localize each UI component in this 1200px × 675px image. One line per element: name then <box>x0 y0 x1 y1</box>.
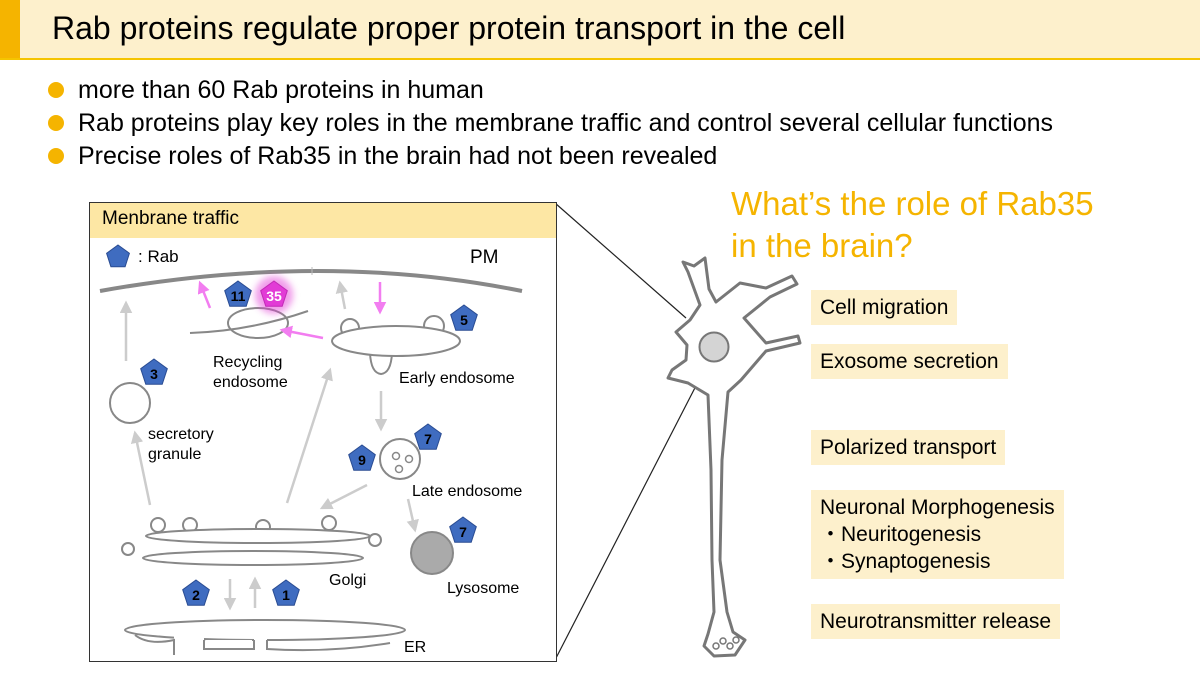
er-label: ER <box>404 639 427 656</box>
early-endosome-shape <box>331 315 461 376</box>
rab-legend-icon <box>106 244 130 268</box>
lysosome-label: Lysosome <box>447 580 520 597</box>
bullet-dot-icon <box>48 115 64 131</box>
recycling-endosome-label-line1: Recycling <box>213 354 283 371</box>
rab-marker-7-late: 7 <box>414 423 442 450</box>
svg-text:5: 5 <box>460 312 468 328</box>
function-neuronal-morphogenesis: Neuronal Morphogenesis ・Neuritogenesis ・… <box>811 490 1064 579</box>
secretory-granule-label-line2: granule <box>148 446 202 463</box>
function-neurotransmitter-release: Neurotransmitter release <box>811 604 1061 639</box>
rab35-arrows <box>197 280 387 340</box>
morphogenesis-title: Neuronal Morphogenesis <box>820 496 1055 519</box>
rab-marker-7-lysosome: 7 <box>449 516 477 543</box>
rab-legend-label: : Rab <box>138 247 179 266</box>
rab-marker-11: 11 <box>224 280 252 307</box>
svg-text:11: 11 <box>231 288 246 304</box>
page-title: Rab proteins regulate proper protein tra… <box>52 10 846 46</box>
bullet-dot-icon <box>48 82 64 98</box>
secretory-granule-label-line1: secretory <box>148 426 214 443</box>
rab-marker-2: 2 <box>182 579 210 606</box>
early-endosome-label: Early endosome <box>399 370 515 387</box>
svg-text:2: 2 <box>192 587 200 603</box>
svg-text:1: 1 <box>282 587 290 603</box>
bullet-item: Precise roles of Rab35 in the brain had … <box>48 140 1053 173</box>
nucleus-shape <box>698 331 730 363</box>
bullet-item: more than 60 Rab proteins in human <box>48 74 1053 107</box>
late-endosome-shape <box>379 438 421 480</box>
rab-marker-3: 3 <box>140 358 168 385</box>
secretory-granule-shape <box>109 382 151 424</box>
rab-marker-9: 9 <box>348 444 376 471</box>
question-line2: in the brain? <box>731 227 913 264</box>
neuron-outline <box>666 256 802 658</box>
svg-text:7: 7 <box>424 431 432 447</box>
function-exosome-secretion: Exosome secretion <box>811 344 1008 379</box>
bullet-item: Rab proteins play key roles in the membr… <box>48 107 1053 140</box>
svg-text:9: 9 <box>358 452 366 468</box>
membrane-traffic-panel: Menbrane traffic <box>89 202 557 662</box>
lysosome-shape <box>410 531 454 575</box>
synaptogenesis-item: ・Synaptogenesis <box>820 550 991 573</box>
bullet-list: more than 60 Rab proteins in human Rab p… <box>48 74 1053 173</box>
late-endosome-label: Late endosome <box>412 483 523 500</box>
neuritogenesis-item: ・Neuritogenesis <box>820 523 982 546</box>
question-line1: What’s the role of Rab35 <box>731 185 1094 222</box>
title-bar: Rab proteins regulate proper protein tra… <box>0 0 1200 60</box>
rab-marker-5: 5 <box>450 304 478 331</box>
zoom-line-bottom <box>554 377 701 661</box>
bullet-dot-icon <box>48 148 64 164</box>
pm-label: PM <box>470 247 499 268</box>
svg-text:7: 7 <box>459 524 467 540</box>
golgi-label: Golgi <box>329 572 367 589</box>
synaptic-vesicles <box>712 636 740 650</box>
panel-header-label: Menbrane traffic <box>102 208 239 229</box>
question-text: What’s the role of Rab35 in the brain? <box>731 183 1094 267</box>
rab-marker-1: 1 <box>272 579 300 606</box>
recycling-endosome-label-line2: endosome <box>213 374 288 391</box>
panel-header: Menbrane traffic <box>90 203 556 238</box>
golgi-shape <box>121 515 382 566</box>
title-accent <box>0 0 20 58</box>
svg-text:35: 35 <box>266 288 282 304</box>
plasma-membrane-shape <box>99 269 523 293</box>
function-cell-migration: Cell migration <box>811 290 958 325</box>
function-polarized-transport: Polarized transport <box>811 430 1006 465</box>
membrane-traffic-diagram: 11 35 5 3 9 7 7 2 <box>99 244 523 655</box>
zoom-line-top <box>554 202 687 319</box>
recycling-endosome-shape <box>189 307 309 339</box>
svg-text:3: 3 <box>150 366 158 382</box>
gray-traffic-arrows <box>119 280 419 611</box>
er-shape <box>124 619 406 655</box>
rab-marker-35: 35 <box>255 276 293 314</box>
